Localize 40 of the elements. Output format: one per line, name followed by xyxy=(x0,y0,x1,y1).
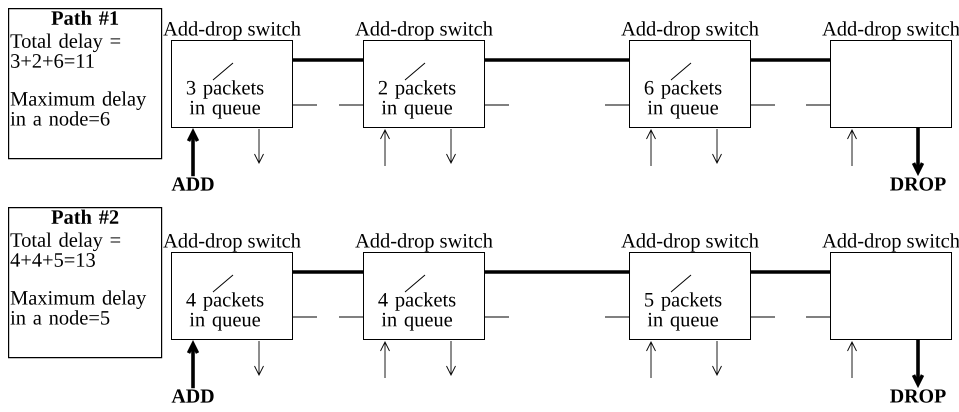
port-label: DROP xyxy=(890,389,946,403)
node-label: Add-drop switch xyxy=(163,21,301,40)
arrow xyxy=(254,128,264,164)
switch-box: Add-drop switch 4 packets in queue xyxy=(163,233,301,340)
arrow xyxy=(912,128,924,176)
arrow xyxy=(380,341,390,378)
arrow xyxy=(254,340,264,376)
link-line xyxy=(751,270,830,274)
switch-box: Add-drop switch 4 packets in queue xyxy=(355,233,493,340)
arrow xyxy=(446,340,456,376)
arrow xyxy=(380,129,390,166)
arrow xyxy=(186,128,200,176)
path-summary-box: Path #1 Total delay = 3+2+6=11 Maximum delay in a node=6 xyxy=(8,8,162,160)
arrow xyxy=(646,341,656,378)
port-label: ADD xyxy=(172,389,214,403)
switch-box: Add-drop switch 6 packets in queue xyxy=(621,21,759,128)
port-label: ADD xyxy=(172,177,214,191)
node-label: Add-drop switch xyxy=(621,21,759,40)
arrow xyxy=(912,340,924,388)
arrow xyxy=(646,129,656,166)
node-label: Add-drop switch xyxy=(355,21,493,40)
port-label: DROP xyxy=(890,177,946,191)
link-line xyxy=(485,58,629,62)
arrow xyxy=(712,340,722,376)
node-label: Add-drop switch xyxy=(163,233,301,252)
switch-box: Add-drop switch 2 packets in queue xyxy=(355,21,493,128)
link-line xyxy=(293,58,363,62)
link-line xyxy=(485,270,629,274)
switch-box: Add-drop switch 3 packets in queue xyxy=(163,21,301,128)
node-label: Add-drop switch xyxy=(621,233,759,252)
link-line xyxy=(751,58,830,62)
link-line xyxy=(293,270,363,274)
arrow xyxy=(446,128,456,164)
arrow xyxy=(186,340,200,388)
switch-box: Add-drop switch 5 packets in queue xyxy=(621,233,759,340)
arrow xyxy=(847,129,857,166)
arrow xyxy=(847,341,857,378)
path-summary-box: Path #2 Total delay = 4+4+5=13 Maximum delay in a node=5 xyxy=(8,207,162,358)
node-label: Add-drop switch xyxy=(355,233,493,252)
arrow xyxy=(712,128,722,164)
